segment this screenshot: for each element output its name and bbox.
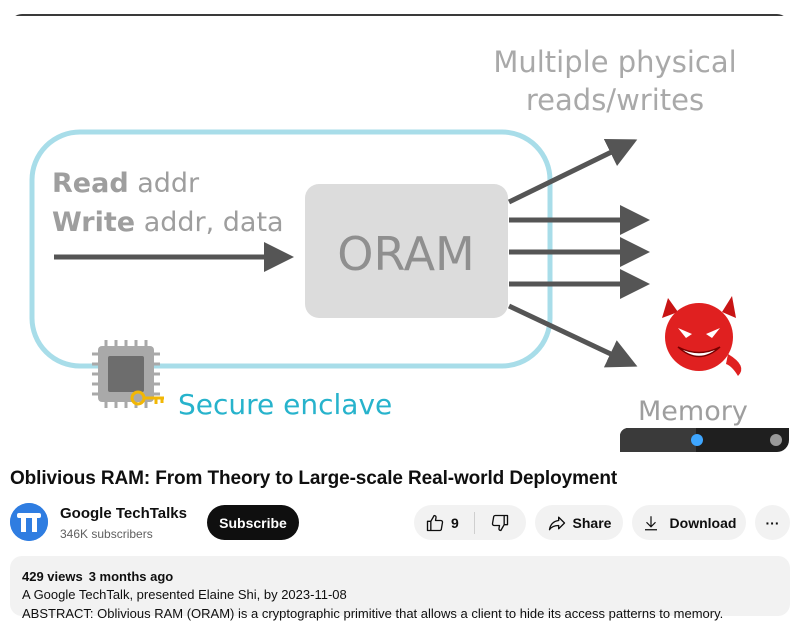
- description-box[interactable]: 429 views 3 months ago A Google TechTalk,…: [10, 556, 790, 621]
- devil-icon: [662, 296, 742, 376]
- chip-icon: [92, 340, 160, 408]
- description-line-1: A Google TechTalk, presented Elaine Shi,…: [22, 587, 347, 602]
- oram-label: ORAM: [337, 227, 474, 281]
- view-count: 429 views: [22, 569, 83, 584]
- mini-preview-pane: [620, 428, 696, 452]
- channel-avatar[interactable]: [10, 503, 48, 541]
- download-button[interactable]: Download: [632, 505, 746, 540]
- upload-age: 3 months ago: [88, 569, 174, 584]
- key-icon: [130, 390, 164, 406]
- techtalks-logo-icon: [10, 503, 48, 541]
- mini-preview-overlay[interactable]: [620, 428, 789, 452]
- share-button[interactable]: Share: [535, 505, 623, 540]
- view-meta: 429 views 3 months ago: [22, 569, 173, 584]
- download-label: Download: [669, 514, 737, 531]
- secure-enclave-outline: [29, 129, 553, 369]
- video-player[interactable]: Multiple physical reads/writes Read addr…: [10, 14, 789, 452]
- enclave-label: Secure enclave: [178, 388, 392, 421]
- more-dots-icon: ···: [765, 514, 780, 531]
- output-arrow-1: [507, 139, 638, 205]
- write-label: Write addr, data: [52, 207, 284, 238]
- subscribe-button[interactable]: Subscribe: [207, 505, 299, 540]
- share-arrow-icon: [548, 516, 565, 530]
- share-label: Share: [572, 514, 612, 531]
- blue-dot-icon: [691, 434, 703, 446]
- thumbs-up-icon: [426, 514, 444, 531]
- thumbs-down-icon: [491, 514, 509, 531]
- oram-box: [305, 184, 508, 318]
- channel-name[interactable]: Google TechTalks: [60, 505, 187, 522]
- video-top-border: [10, 14, 789, 16]
- gray-dot-icon: [770, 434, 782, 446]
- multiple-label-line2: reads/writes: [526, 83, 704, 117]
- dislike-button[interactable]: [475, 505, 525, 540]
- more-actions-button[interactable]: ···: [755, 505, 790, 540]
- download-icon: [644, 515, 657, 530]
- description-line-2: ABSTRACT: Oblivious RAM (ORAM) is a cryp…: [22, 606, 724, 621]
- read-label: Read addr: [52, 168, 200, 199]
- oram-slide: Multiple physical reads/writes Read addr…: [29, 45, 748, 427]
- video-title: Oblivious RAM: From Theory to Large-scal…: [10, 468, 618, 489]
- like-dislike-group: 9: [414, 505, 526, 540]
- output-arrow-5: [507, 303, 638, 368]
- subscriber-count: 346K subscribers: [60, 527, 153, 541]
- like-count: 9: [451, 514, 459, 531]
- memory-label: Memory: [638, 396, 748, 427]
- like-divider: [474, 511, 475, 534]
- multiple-label-line1: Multiple physical: [493, 45, 736, 79]
- like-button[interactable]: 9: [414, 505, 474, 540]
